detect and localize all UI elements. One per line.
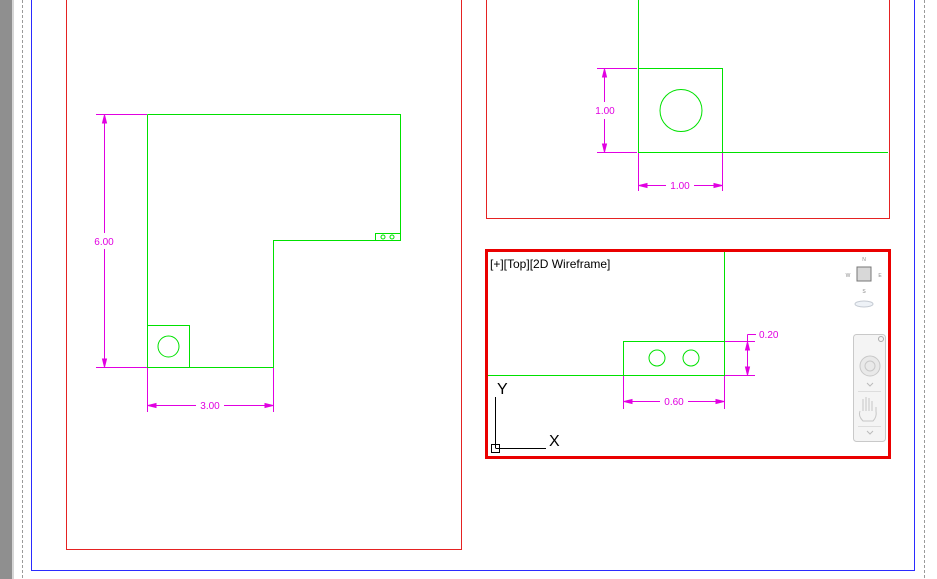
slot-detail	[623, 341, 725, 376]
l-shaped-part	[147, 114, 401, 368]
dimension-text-top-right-height: 1.00	[595, 106, 615, 117]
navigation-bar[interactable]	[853, 334, 886, 442]
viewcube[interactable]: N W E S	[846, 257, 883, 308]
dimension-text-detail-width: 0.60	[664, 397, 684, 408]
dimension-width-left	[147, 368, 274, 412]
viewcube-south[interactable]: S	[862, 289, 866, 295]
title-block-border	[31, 0, 915, 571]
active-viewport-border[interactable]	[485, 249, 891, 459]
slot-hole-2	[682, 349, 700, 367]
dimension-width-top-right	[638, 153, 723, 191]
small-slot	[375, 233, 401, 241]
viewport-controls-label[interactable]: [+][Top][2D Wireframe]	[490, 257, 611, 271]
viewport-top-right[interactable]: 1.00 1.00	[486, 0, 890, 219]
viewcube-compass-ring[interactable]	[854, 300, 874, 308]
dimension-text-top-right-width: 1.00	[670, 181, 690, 192]
viewport-left[interactable]: 6.00 3.00	[66, 0, 462, 550]
pan-hand-icon[interactable]	[858, 397, 877, 422]
hole-circle	[157, 335, 180, 358]
viewcube-east[interactable]: E	[878, 273, 882, 279]
dimension-height-top-right	[597, 68, 637, 153]
hole-circle-zoomed	[659, 89, 703, 132]
dimension-height-detail	[725, 334, 756, 376]
viewcube-face-top[interactable]	[856, 266, 872, 282]
navbar-dropdown-icon[interactable]	[866, 382, 874, 387]
sheet-shadow	[12, 0, 14, 579]
navbar-customize-icon[interactable]	[866, 430, 874, 435]
ucs-icon: Y X	[491, 381, 560, 453]
dimension-text-left-height: 6.00	[94, 237, 114, 248]
ucs-y-label: Y	[497, 381, 508, 398]
dimension-text-detail-height: 0.20	[759, 330, 779, 341]
dimension-height-left	[96, 114, 147, 368]
steering-wheel-icon[interactable]	[859, 355, 881, 377]
viewport-active-detail[interactable]: 0.20 0.60 Y X N W E S	[488, 251, 886, 453]
ucs-x-label: X	[549, 433, 560, 450]
slot-hole-1	[648, 349, 666, 367]
viewcube-north[interactable]: N	[862, 257, 866, 263]
viewcube-west[interactable]: W	[846, 273, 851, 279]
square-boss	[147, 325, 190, 368]
model-backdrop	[0, 0, 12, 579]
dimension-text-left-width: 3.00	[200, 401, 220, 412]
navbar-close-icon[interactable]	[878, 336, 884, 342]
square-boss-zoomed	[638, 68, 723, 153]
dimension-width-detail	[623, 376, 725, 409]
